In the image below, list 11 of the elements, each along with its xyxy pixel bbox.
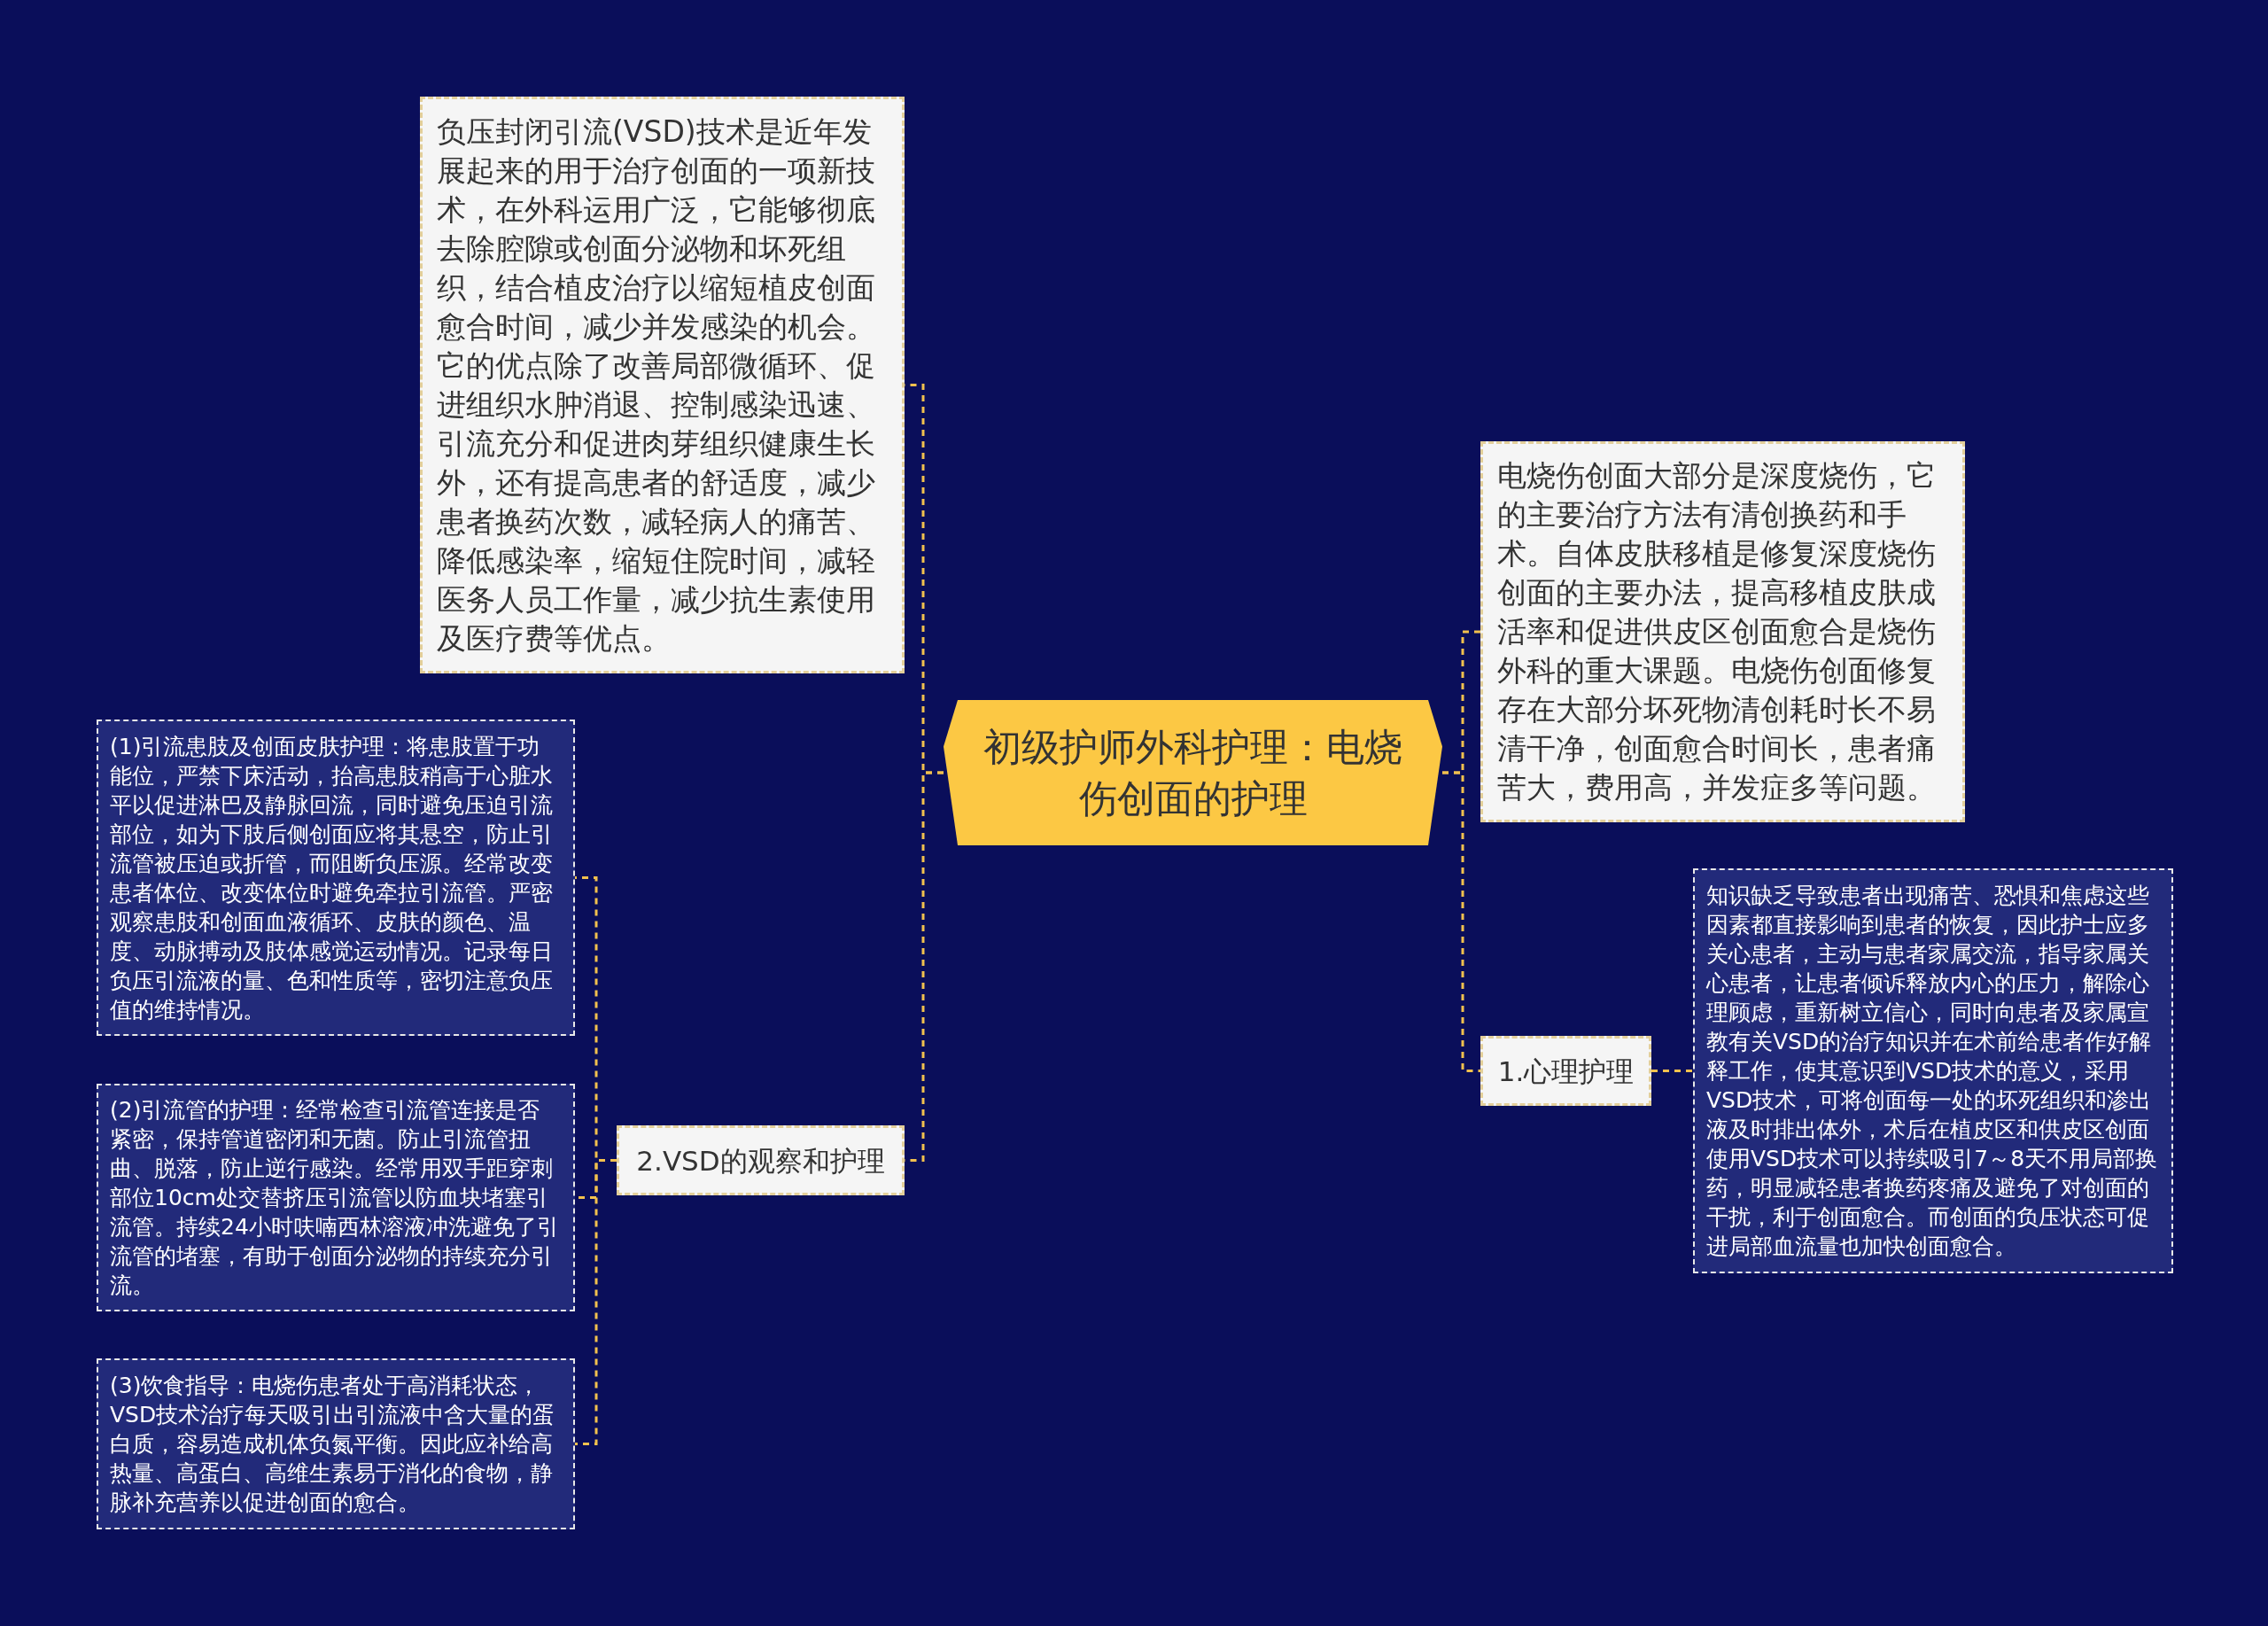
text-box: 知识缺乏导致患者出现痛苦、恐惧和焦虑这些因素都直接影响到患者的恢复，因此护士应多关心患者，主动与患者家属交流，指导家属关心患者，让患者倾诉释放内心的压力，解除心理顾虑，重新树立信心，同时向患者及家属宣教有关VSD的治疗知识并在术前给患者作好解释工作，使其意识到VSD技术的意义，采用VSD技术，可将创面每一处的坏死组织和渗出液及时排出体外，术后在植皮区和供皮区创面使用VSD技术可以持续吸引7～8天不用局部换药，明显减轻患者换药疼痛及避免了对创面的干扰，利于创面愈合。而创面的负压状态可促进局部血流量也加快创面愈合。 [1693, 868, 2173, 1273]
text-box: (3)饮食指导：电烧伤患者处于高消耗状态，VSD技术治疗每天吸引出引流液中含大量的蛋白质，容易造成机体负氮平衡。因此应补给高热量、高蛋白、高维生素易于消化的食物，静脉补充营养以促进创面的愈合。 [97, 1358, 575, 1529]
text-box: 2.VSD的观察和护理 [617, 1125, 905, 1195]
text-box: 电烧伤创面大部分是深度烧伤，它的主要治疗方法有清创换药和手术。自体皮肤移植是修复深度烧伤创面的主要办法，提高移植皮肤成活率和促进供皮区创面愈合是烧伤外科的重大课题。电烧伤创面修复存在大部分坏死物清创耗时长不易清干净，创面愈合时间长，患者痛苦大，费用高，并发症多等问题。 [1480, 441, 1965, 822]
connector-line [575, 1159, 617, 1445]
text-box: (2)引流管的护理：经常检查引流管连接是否紧密，保持管道密闭和无菌。防止引流管扭曲、脱落，防止逆行感染。经常用双手距穿刺部位10cm处交替挤压引流管以防血块堵塞引流管。持续24小时呋喃西林溶液冲洗避免了引流管的堵塞，有助于创面分泌物的持续充分引流。 [97, 1084, 575, 1311]
connector-line [1651, 1070, 1693, 1072]
text-box: 负压封闭引流(VSD)技术是近年发展起来的用于治疗创面的一项新技术，在外科运用广泛，它能够彻底去除腔隙或创面分泌物和坏死组织，结合植皮治疗以缩短植皮创面愈合时间，减少并发感染的机会。它的优点除了改善局部微循环、促进组织水肿消退、控制感染迅速、引流充分和促进肉芽组织健康生长外，还有提高患者的舒适度，减少患者换药次数，减轻病人的痛苦、降低感染率，缩短住院时间，减轻医务人员工作量，减少抗生素使用及医疗费等优点。 [420, 97, 905, 673]
text-box: (1)引流患肢及创面皮肤护理：将患肢置于功能位，严禁下床活动，抬高患肢稍高于心脏水平以促进淋巴及静脉回流，同时避免压迫引流部位，如为下肢后侧创面应将其悬空，防止引流管被压迫或折管，而阻断负压源。经常改变患者体位、改变体位时避免牵拉引流管。严密观察患肢和创面血液循环、皮肤的颜色、温度、动脉搏动及肢体感觉运动情况。记录每日负压引流液的量、色和性质等，密切注意负压值的维持情况。 [97, 720, 575, 1036]
connector-line [1442, 771, 1480, 1072]
text-box: 1.心理护理 [1480, 1036, 1651, 1106]
